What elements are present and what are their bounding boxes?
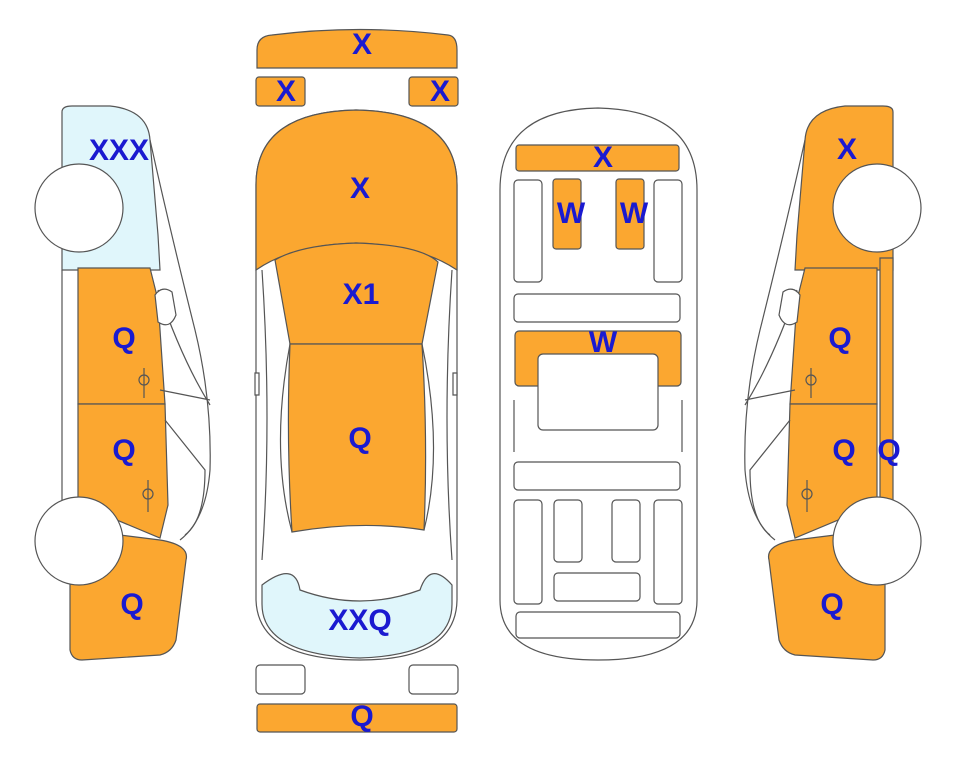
under-left-frame (513, 179, 543, 283)
label-rear-bumper: Q (350, 700, 373, 733)
under-rear-inner-left (553, 499, 583, 563)
windshield-panel[interactable] (274, 242, 439, 345)
right-headlight-panel[interactable] (408, 76, 459, 107)
left-mirror-top[interactable] (254, 372, 260, 396)
under-center-tank (537, 353, 659, 431)
right-side-view (744, 105, 922, 661)
under-right-rail-panel[interactable] (615, 178, 645, 250)
label-under-right-rail: W (620, 197, 649, 230)
right-front-door-panel[interactable] (789, 267, 878, 405)
label-windshield: X1 (343, 278, 380, 311)
label-right-front-fender: X (837, 133, 857, 166)
right-door-handle-front[interactable] (805, 368, 817, 398)
right-door-handle-rear[interactable] (801, 480, 813, 512)
label-front-bumper: X (352, 28, 372, 61)
left-door-handle-rear[interactable] (142, 480, 154, 512)
left-door-handle-front[interactable] (138, 368, 150, 398)
left-mirror[interactable] (154, 288, 177, 326)
rear-window-panel[interactable] (261, 573, 453, 659)
under-rear-inner-right (611, 499, 641, 563)
roof-panel[interactable] (287, 343, 427, 533)
top-door-lines (261, 269, 453, 561)
label-right-rear-door-edge: Q (877, 434, 900, 467)
under-bar-2 (513, 461, 681, 491)
right-front-wheel[interactable] (832, 163, 922, 253)
left-headlight-panel[interactable] (255, 76, 306, 107)
under-side-bars (513, 400, 683, 452)
left-front-wheel[interactable] (34, 163, 124, 253)
label-left-front-fender: XXX (89, 134, 149, 167)
label-right-quarter-panel: Q (820, 588, 843, 621)
label-left-rear-door: Q (112, 434, 135, 467)
label-headlight-left: X (276, 75, 296, 108)
label-headlight-right: X (430, 75, 450, 108)
label-hood: X (350, 172, 370, 205)
left-body-outline (61, 139, 211, 541)
label-right-front-door: Q (828, 322, 851, 355)
right-rear-wheel[interactable] (832, 496, 922, 586)
label-right-rear-door: Q (832, 434, 855, 467)
left-rear-wheel[interactable] (34, 496, 124, 586)
rear-bumper-panel[interactable] (256, 703, 458, 733)
label-rear-window: XXQ (328, 604, 391, 637)
left-taillight-panel[interactable] (255, 664, 306, 695)
left-side-view (34, 105, 211, 661)
left-front-door-panel[interactable] (77, 267, 166, 405)
under-bar-1 (513, 293, 681, 323)
right-body-outline (744, 139, 806, 541)
right-taillight-panel[interactable] (408, 664, 459, 695)
under-right-frame (653, 179, 683, 283)
under-left-rail-panel[interactable] (552, 178, 582, 250)
label-left-quarter-panel: Q (120, 588, 143, 621)
label-left-front-door: Q (112, 322, 135, 355)
damage-labels: X X X X X1 Q XXQ Q XXX Q Q Q X Q Q Q Q X… (89, 28, 901, 733)
underbody-view (499, 107, 698, 661)
under-rear-right (653, 499, 683, 605)
under-rear-left (513, 499, 543, 605)
right-mirror-top[interactable] (452, 372, 458, 396)
under-rear-cross (553, 572, 641, 602)
right-body-strip[interactable] (879, 257, 894, 506)
right-mirror[interactable] (778, 288, 801, 326)
label-under-left-rail: W (557, 197, 586, 230)
under-rear-bar (515, 611, 681, 639)
label-under-front-crossmember: X (593, 141, 613, 174)
label-under-middle-panel: W (589, 326, 618, 359)
front-bumper-panel[interactable] (256, 28, 458, 69)
label-roof: Q (348, 422, 371, 455)
top-view (254, 28, 459, 733)
under-front-crossmember-panel[interactable] (515, 144, 680, 172)
